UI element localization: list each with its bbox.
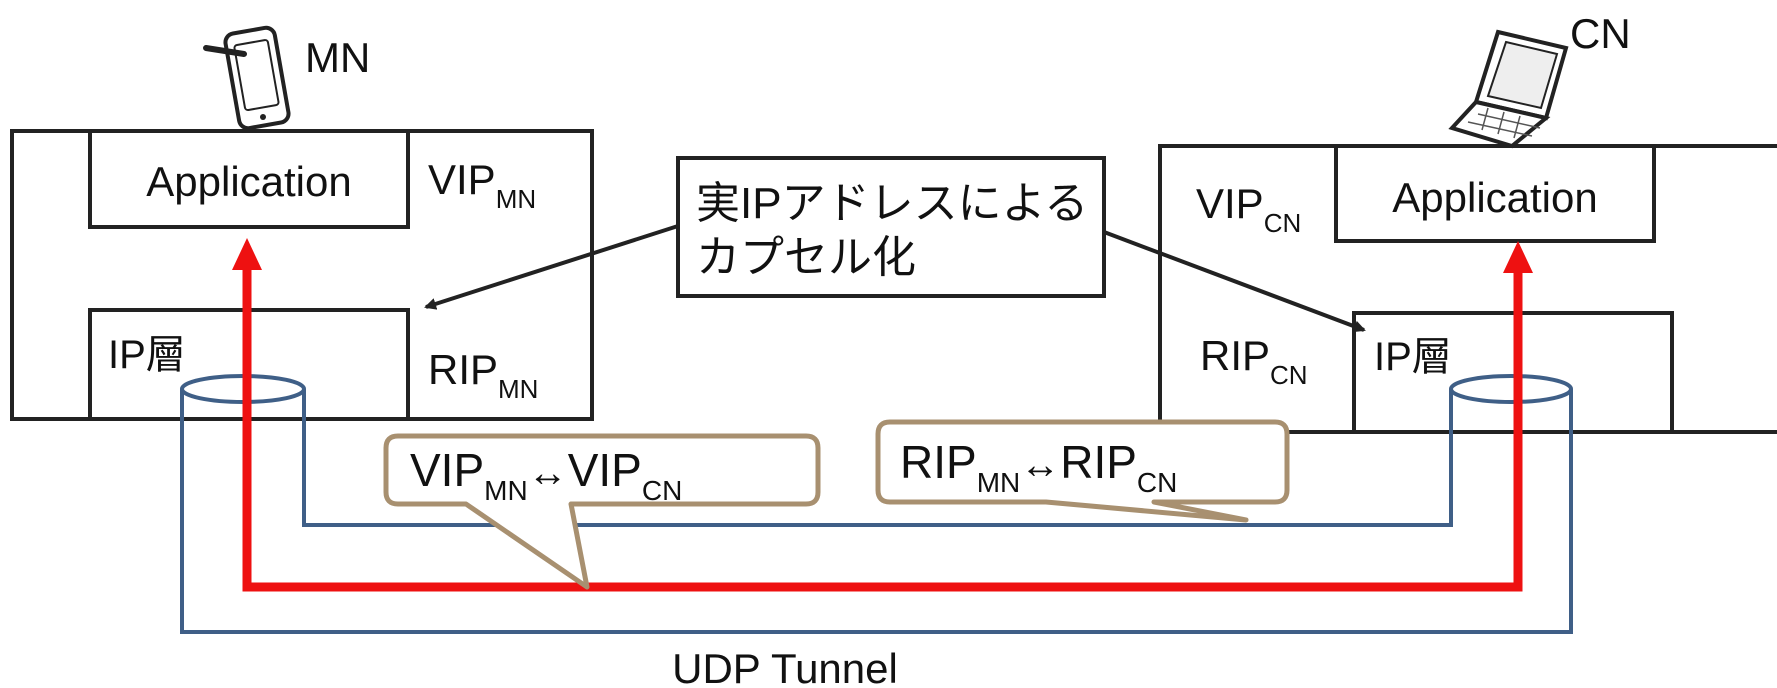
cn-ip-layer-label: IP層	[1374, 335, 1452, 379]
cn-application-label: Application	[1392, 174, 1597, 221]
mn-name: MN	[305, 34, 370, 81]
callout-arrow-right	[1103, 230, 1366, 333]
mn-vip-label: VIPMN	[428, 156, 536, 214]
mn-rip-label: RIPMN	[428, 346, 538, 404]
tunnel-end-cn	[1449, 374, 1573, 404]
cn-vip-label: VIPCN	[1196, 180, 1301, 238]
callout-arrow-left	[424, 224, 679, 310]
mn-host-box: Application IP層 VIPMN RIPMN	[10, 129, 594, 421]
mn-application-box	[88, 129, 410, 229]
mn-application-label: Application	[146, 158, 351, 205]
tunnel-label: UDP Tunnel	[672, 645, 898, 688]
cn-ip-layer-box	[1352, 311, 1674, 434]
rip-bubble-text: RIPMN↔RIPCN	[900, 436, 1177, 498]
cn-rip-label: RIPCN	[1200, 332, 1308, 390]
data-path	[232, 238, 1533, 592]
rip-bubble: RIPMN↔RIPCN	[875, 419, 1290, 523]
laptop-icon	[1448, 29, 1569, 149]
vip-bubble: VIPMN↔VIPCN	[383, 433, 821, 590]
vip-bubble-text: VIPMN↔VIPCN	[410, 444, 682, 506]
cn-host-box: Application IP層 VIPCN RIPCN	[1158, 144, 1777, 434]
callout-line-2: カプセル化	[696, 233, 916, 282]
encapsulation-callout: 実IPアドレスによる カプセル化	[424, 156, 1366, 333]
cn-application-box	[1334, 144, 1656, 243]
cn-name: CN	[1570, 10, 1631, 57]
tablet-icon	[203, 25, 291, 131]
mn-ip-layer-label: IP層	[108, 333, 186, 377]
callout-line-1: 実IPアドレスによる	[696, 179, 1088, 228]
